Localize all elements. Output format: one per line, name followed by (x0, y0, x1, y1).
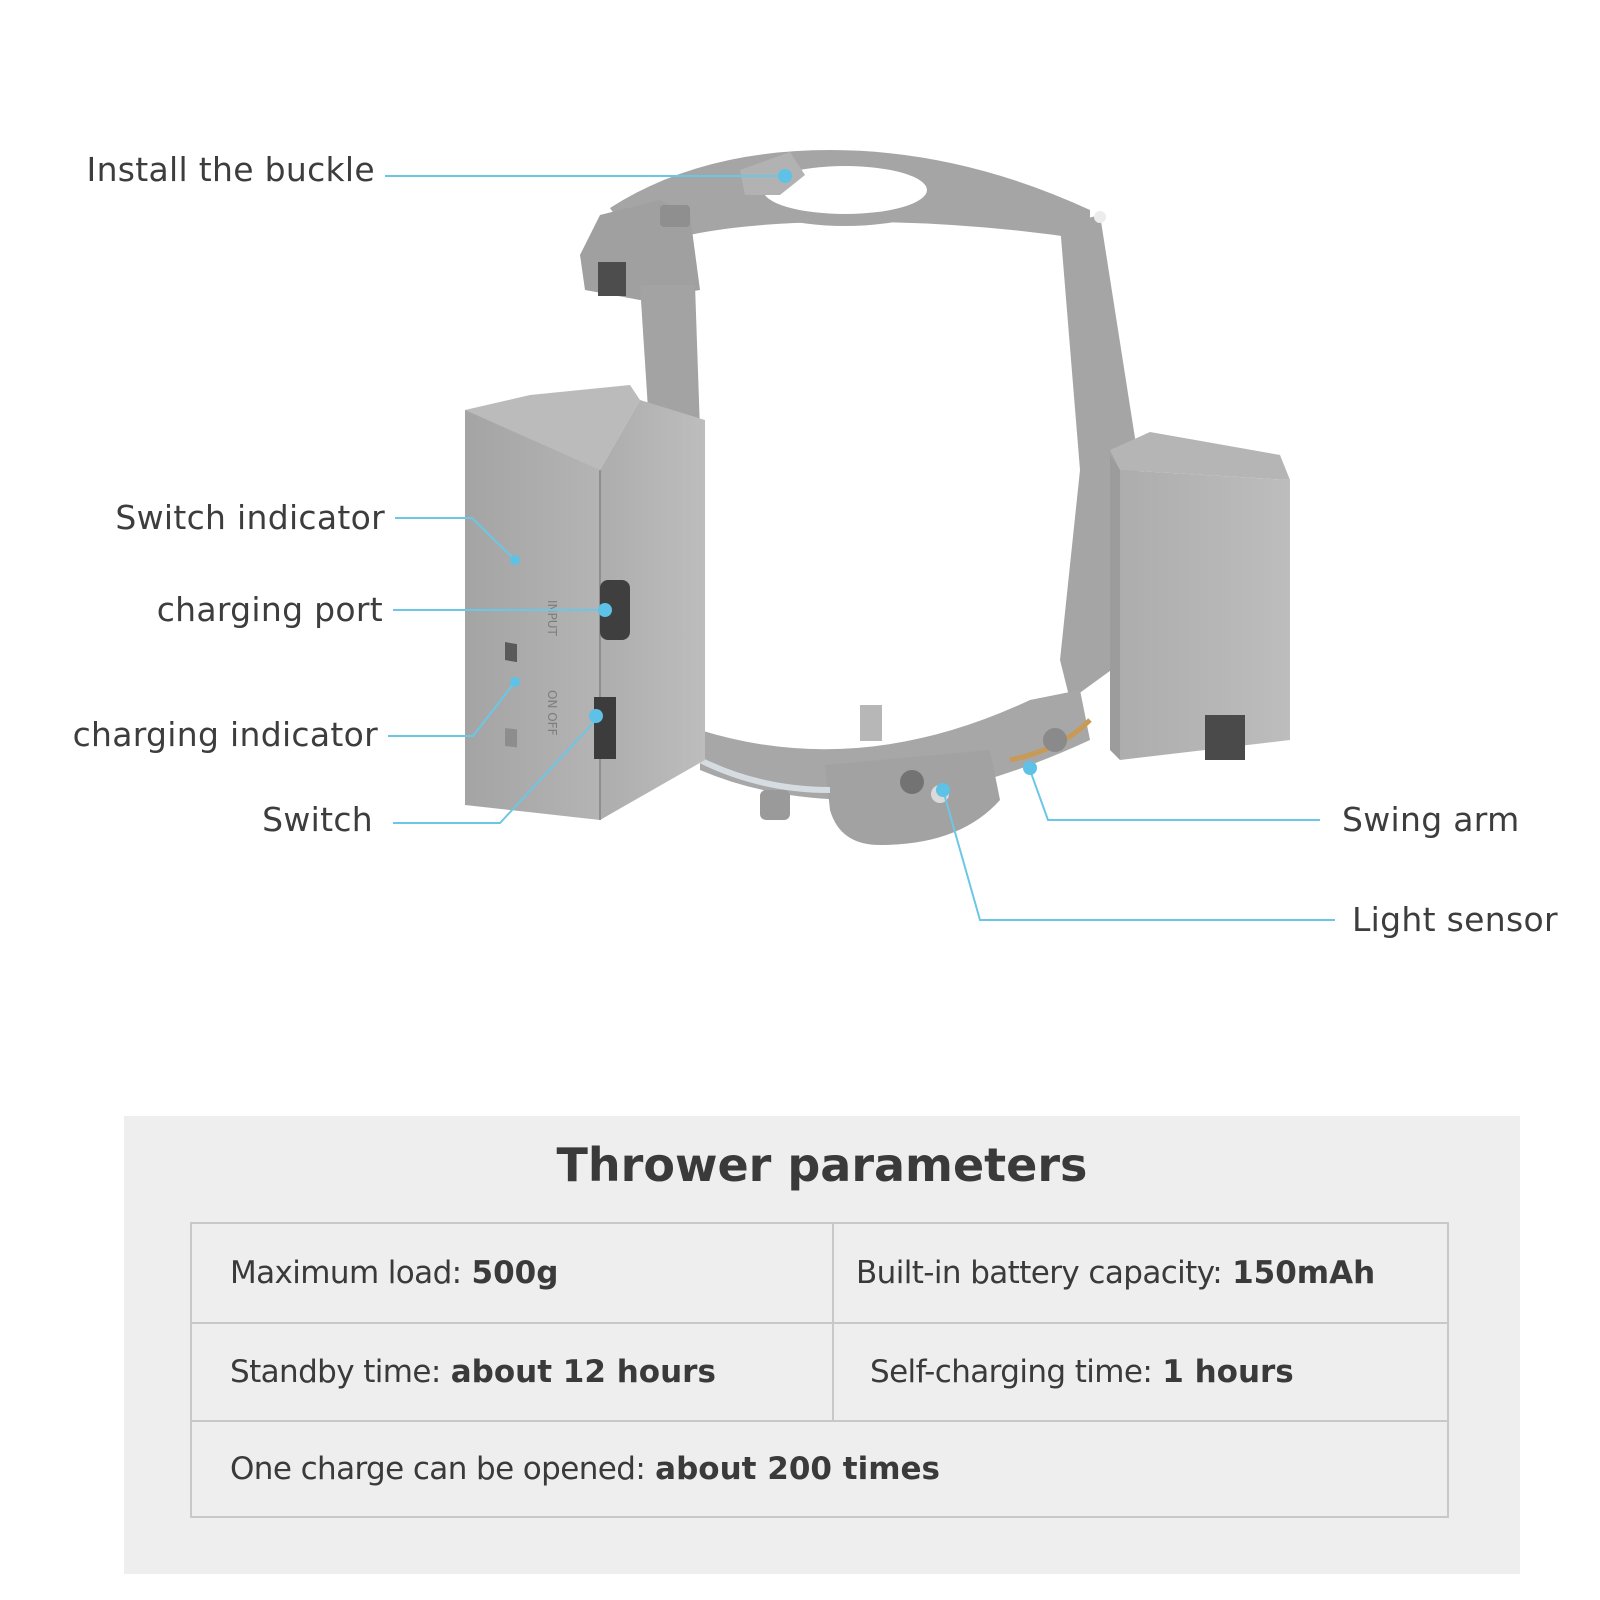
callout-charging-port: charging port (156, 590, 383, 629)
param-cell: Maximum load: 500g (192, 1224, 832, 1322)
param-label: One charge can be opened: (230, 1451, 646, 1487)
param-cell: Standby time: about 12 hours (192, 1324, 832, 1420)
leader-switch (393, 719, 597, 824)
callout-charging-indicator: charging indicator (72, 715, 378, 754)
buckle (580, 152, 805, 300)
param-value: 1 hours (1162, 1354, 1294, 1390)
param-value: about 12 hours (450, 1354, 716, 1390)
leader-swing-arm (1029, 769, 1320, 821)
on-off-mark: ON OFF (545, 690, 559, 736)
leader-dots (510, 169, 1037, 797)
param-cell: Built-in battery capacity: 150mAh (832, 1224, 1447, 1322)
callout-install-buckle: Install the buckle (86, 150, 375, 189)
leader-light-sensor (942, 789, 1335, 921)
params-title: Thrower parameters (556, 1138, 1088, 1192)
device-diagram: INPUT ON OFF (385, 150, 1335, 921)
leader-lines (385, 175, 1335, 921)
leader-charging-indicator (388, 681, 516, 737)
params-panel: Thrower parameters Maximum load: 500g Bu… (124, 1116, 1520, 1574)
param-cell: Self-charging time: 1 hours (832, 1324, 1447, 1420)
leader-switch-indicator (395, 517, 516, 561)
frame-left-arm (640, 285, 700, 440)
param-value: 150mAh (1232, 1255, 1376, 1291)
left-module: INPUT ON OFF (465, 385, 705, 820)
param-value: 500g (471, 1255, 559, 1291)
param-label: Self-charging time: (870, 1354, 1153, 1390)
input-mark: INPUT (545, 600, 559, 637)
param-value: about 200 times (655, 1451, 940, 1487)
table-row: One charge can be opened: about 200 time… (192, 1422, 1447, 1516)
param-cell: One charge can be opened: about 200 time… (192, 1422, 1447, 1516)
callout-light-sensor: Light sensor (1352, 900, 1558, 939)
callout-switch-indicator: Switch indicator (115, 498, 385, 537)
callout-switch: Switch (262, 800, 373, 839)
frame-bottom-base (698, 690, 1092, 845)
right-module (1110, 432, 1290, 760)
callout-swing-arm: Swing arm (1342, 800, 1520, 839)
params-table: Maximum load: 500g Built-in battery capa… (190, 1222, 1449, 1518)
param-label: Built-in battery capacity: (856, 1255, 1223, 1291)
param-label: Maximum load: (230, 1255, 462, 1291)
table-row: Standby time: about 12 hours Self-chargi… (192, 1324, 1447, 1422)
table-row: Maximum load: 500g Built-in battery capa… (192, 1224, 1447, 1324)
param-label: Standby time: (230, 1354, 441, 1390)
